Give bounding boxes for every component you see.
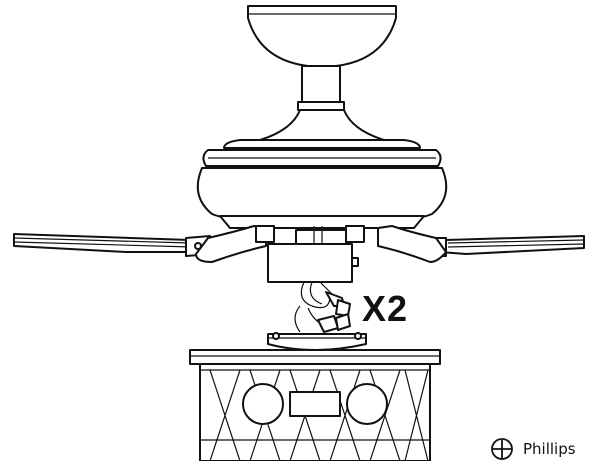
ceiling-canopy bbox=[247, 5, 397, 67]
wire-connectors bbox=[294, 281, 351, 333]
motor-collar bbox=[223, 109, 421, 149]
downrod bbox=[297, 65, 345, 111]
switch-housing bbox=[255, 225, 365, 283]
tool-note: Phillips bbox=[489, 436, 576, 462]
blade-arm-right bbox=[377, 225, 447, 263]
quantity-label: X2 bbox=[362, 288, 409, 329]
blade-left bbox=[13, 233, 213, 257]
light-fixture-cage bbox=[199, 363, 431, 461]
tool-note-text: Phillips bbox=[523, 440, 576, 458]
light-fixture-top bbox=[189, 349, 441, 365]
phillips-screw-icon bbox=[491, 438, 513, 460]
light-kit-plate bbox=[267, 332, 367, 351]
motor-housing bbox=[196, 149, 448, 229]
blade-arm-left bbox=[195, 225, 267, 263]
